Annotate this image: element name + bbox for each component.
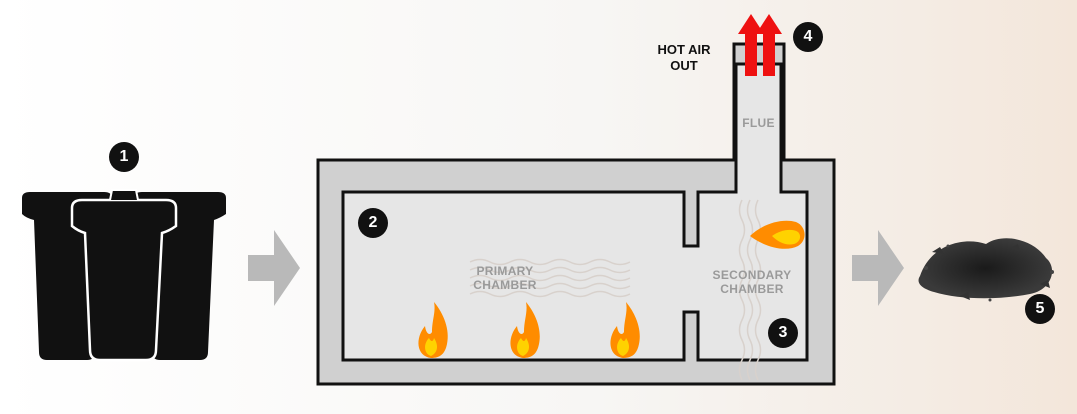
- primary-chamber-label: PRIMARY CHAMBER: [473, 264, 537, 292]
- step-4-badge: 4: [793, 22, 823, 52]
- flow-arrow-icon: [248, 230, 300, 306]
- hot-air-out-label: HOT AIR OUT: [657, 42, 711, 73]
- heat-wave-icon: [469, 258, 631, 298]
- flame-icon: [418, 302, 448, 358]
- flame-icon: [510, 302, 540, 358]
- ash-pile-icon: [918, 238, 1054, 302]
- flow-arrow-icon: [852, 230, 904, 306]
- waste-bin-icon: [22, 189, 226, 362]
- hot-air-arrow-icon: [738, 14, 782, 76]
- step-2-badge: 2: [358, 208, 388, 238]
- step-5-badge: 5: [1025, 294, 1055, 324]
- secondary-chamber-label: SECONDARY CHAMBER: [712, 268, 792, 296]
- flue-label: FLUE: [742, 116, 775, 130]
- flame-icon: [610, 302, 640, 358]
- flame-icon: [750, 220, 805, 249]
- step-3-badge: 3: [768, 318, 798, 348]
- step-1-badge: 1: [109, 142, 139, 172]
- incinerator-body: [316, 42, 836, 386]
